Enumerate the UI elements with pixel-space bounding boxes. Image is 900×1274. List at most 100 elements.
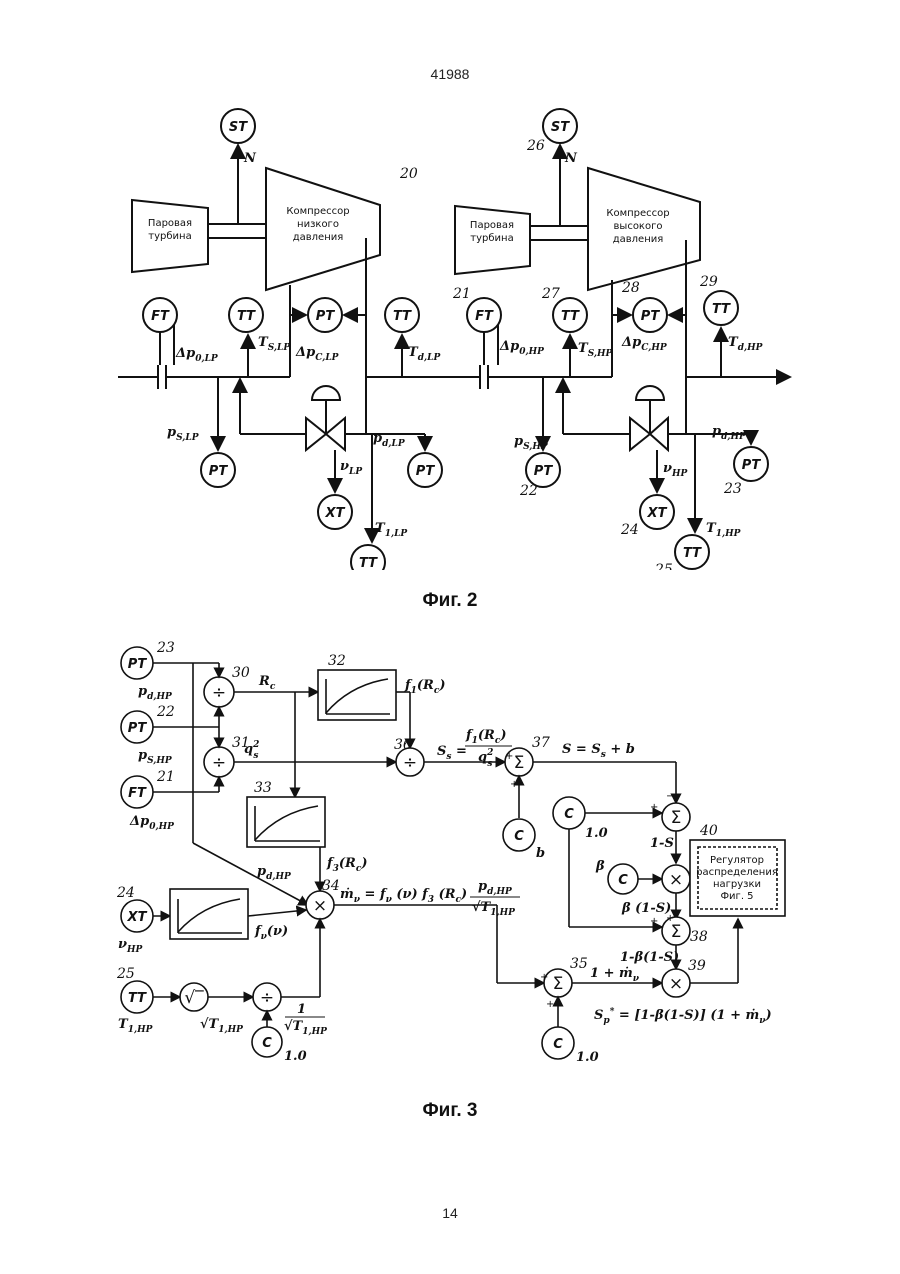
const-10b-label: 1.0: [576, 1050, 599, 1065]
tt-1-hp-label: TT: [683, 546, 702, 561]
tt-d-hp-label: TT: [712, 302, 731, 317]
ref-27: 27: [541, 286, 560, 302]
ref-22: 22: [519, 483, 538, 499]
one-minus-s-label: 1-S: [650, 836, 674, 851]
sqrt-t1-label: √T1,HP: [200, 1017, 243, 1035]
sign-s-plus: +: [650, 802, 658, 813]
ref-26: 26: [526, 138, 545, 154]
multiplier-beta: ×: [669, 870, 683, 890]
tt-s-hp-label: TT: [561, 309, 580, 324]
ref3-33: 33: [254, 780, 272, 796]
pt-s-hp-label: PT: [534, 464, 554, 479]
compressor-hp-line3: давления: [613, 234, 664, 245]
sp-equation: Sp* = [1-β(1-S)] (1 + ṁν): [594, 1007, 772, 1026]
sqrt-block: √‾: [184, 988, 204, 1008]
dpc-lp-label: ΔpC,LP: [295, 345, 339, 363]
ref-20: 20: [399, 166, 418, 182]
const-c-beta: C: [618, 873, 628, 888]
ft-lp-label: FT: [151, 309, 170, 324]
s-label: S = Ss + b: [562, 742, 635, 760]
fig2-diagram: Паровая турбина Компрессор низкого давле…: [0, 100, 900, 570]
compressor-lp-line2: низкого: [297, 219, 339, 230]
td-hp-label: Td,HP: [728, 335, 763, 353]
sign-35-b: +: [546, 999, 554, 1010]
mv-denominator: √T1,HP: [472, 900, 515, 918]
ref3-24: 24: [116, 885, 135, 901]
v-hp-label: νHP: [663, 461, 688, 479]
divider-36: ÷: [403, 753, 417, 773]
const-c-a: C: [262, 1036, 272, 1051]
regulator-line3: нагрузки: [713, 879, 761, 890]
beta-label: β: [595, 859, 605, 874]
inv-sqrt-num: 1: [297, 1002, 306, 1017]
ref3-37: 37: [532, 735, 550, 751]
beta-1s-label: β (1-S): [621, 901, 671, 916]
sign-35-a: +: [540, 972, 548, 983]
compressor-lp-line1: Компрессор: [286, 206, 349, 217]
sign-38-b: +: [666, 913, 674, 924]
ref-23: 23: [723, 481, 742, 497]
ref3-35: 35: [570, 956, 588, 972]
ref-25: 25: [654, 562, 673, 570]
pd-hp-label: pd,HP: [712, 424, 746, 442]
summer-38: Σ: [671, 922, 682, 942]
dp0-lp-label: Δp0,LP: [175, 346, 218, 364]
page-header-number: 41988: [0, 66, 900, 82]
recycle-valve-lp: [306, 418, 326, 450]
compressor-lp-line3: давления: [293, 232, 344, 243]
compressor-hp-line2: высокого: [614, 221, 663, 232]
dp0-hp-label: Δp0,HP: [499, 339, 544, 357]
one-plus-mv-label: 1 + ṁν: [590, 966, 640, 984]
tt-d-lp-label: TT: [393, 309, 412, 324]
sign-s-minus: −: [666, 791, 674, 802]
pt-ps-hp-label: PT: [128, 721, 148, 736]
const-10c-label: 1.0: [585, 826, 608, 841]
dpc-hp-label: ΔpC,HP: [621, 335, 667, 353]
ref3-32: 32: [328, 653, 346, 669]
ts-lp-label: TS,LP: [258, 335, 290, 353]
turbine-hp-line2: турбина: [470, 233, 513, 244]
ref3-30: 30: [232, 665, 250, 681]
pt-pd-hp-label: PT: [128, 657, 148, 672]
t1-lp-label: T1,LP: [375, 521, 407, 539]
sign-37-a: +: [505, 751, 513, 762]
fig3-diagram: ÷ ÷ ÷ Σ × √‾ ÷ Σ Σ × Σ × PT PT FT XT TT …: [0, 635, 900, 1085]
fig2-caption: Фиг. 2: [0, 590, 900, 612]
ts-hp-label: TS,HP: [578, 341, 613, 359]
inv-sqrt-den: √T1,HP: [284, 1019, 327, 1037]
ref-24: 24: [620, 522, 639, 538]
regulator-line4: Фиг. 5: [720, 891, 753, 902]
ref3-21: 21: [156, 769, 175, 785]
one-beta-1s-label: 1-β(1-S): [620, 950, 679, 965]
ss-numerator: f1(Rc): [465, 728, 506, 746]
ref3-36: 36: [394, 737, 412, 753]
sign-37-b: +: [510, 779, 518, 790]
v-lp-label: νLP: [340, 459, 362, 477]
tt-s-lp-label: TT: [237, 309, 256, 324]
t1-hp-label: T1,HP: [706, 521, 741, 539]
td-lp-label: Td,LP: [408, 345, 440, 363]
ss-denominator: q2s: [478, 748, 493, 769]
v-hp-src: νHP: [118, 937, 143, 955]
ref-28: 28: [621, 280, 640, 296]
ps-hp-src: pS,HP: [138, 748, 172, 766]
rc-label: Rc: [258, 674, 276, 692]
divider-inv-sqrt: ÷: [260, 988, 274, 1008]
ss-label: Ss =: [437, 744, 467, 762]
xt-hp-label: XT: [127, 910, 148, 925]
page-number: 14: [0, 1205, 900, 1221]
ft-hp-label: FT: [475, 309, 494, 324]
pt-c-lp-label: PT: [316, 309, 336, 324]
mv-numerator: pd,HP: [478, 879, 512, 897]
fv-label: fν(ν): [254, 924, 288, 942]
turbine-hp-line1: Паровая: [470, 220, 514, 231]
multiplier-34: ×: [313, 896, 327, 916]
st-hp-label: ST: [551, 120, 570, 135]
ps-lp-label: pS,LP: [167, 425, 199, 443]
compressor-hp-line1: Компрессор: [606, 208, 669, 219]
multiplier-39: ×: [669, 974, 683, 994]
ref3-39: 39: [688, 958, 706, 974]
dp0-hp-src: Δp0,HP: [129, 814, 174, 832]
sign-38-a: +: [650, 916, 658, 927]
xt-lp-label: XT: [325, 506, 346, 521]
